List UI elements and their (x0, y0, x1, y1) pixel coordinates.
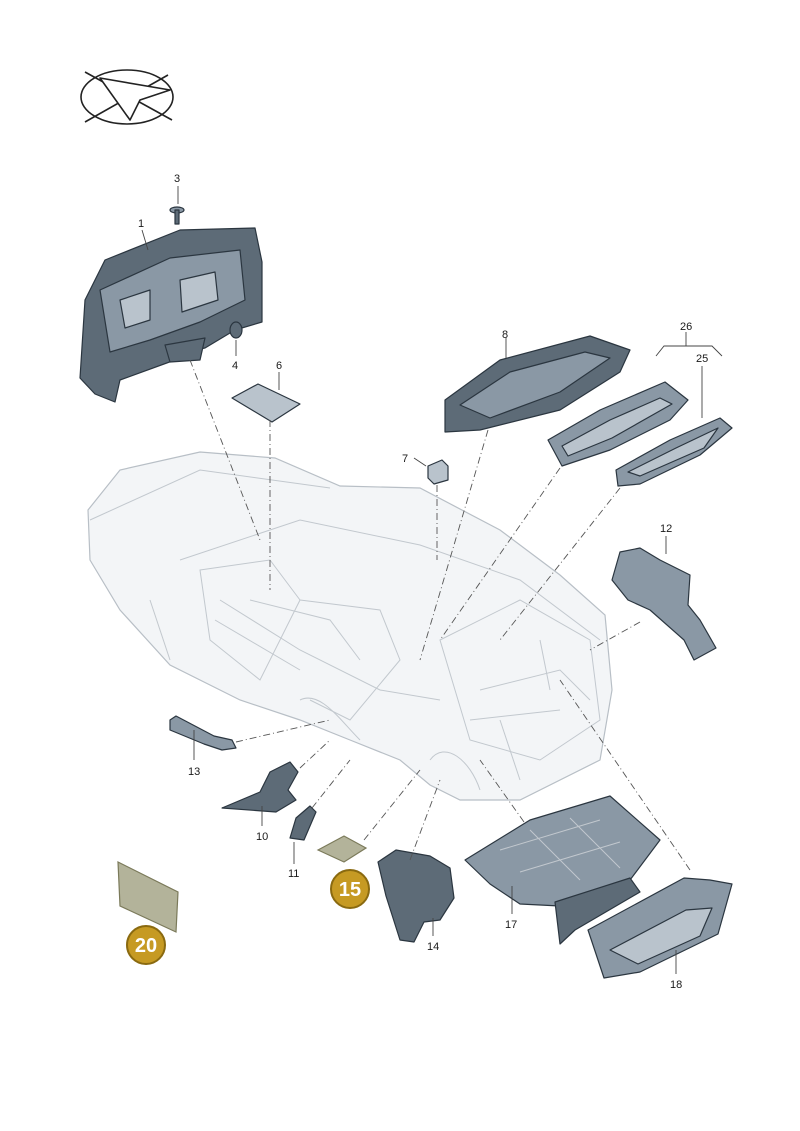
callout-26: 26 (680, 321, 692, 333)
part-20-pad (117, 861, 179, 933)
car-body-shell (87, 451, 613, 801)
callout-8: 8 (502, 329, 508, 341)
badge-20-label: 20 (135, 935, 157, 957)
part-18-trunk-insulation (587, 877, 733, 979)
callout-11: 11 (288, 868, 299, 880)
callout-6: 6 (276, 360, 282, 372)
part-3-clip (169, 206, 185, 225)
part-6-pad (231, 383, 301, 423)
badge-15: 15 (330, 869, 370, 909)
leader-lines (141, 186, 723, 974)
part-12-wheelhouse-panel (611, 547, 717, 661)
part-26-heat-shield (547, 381, 689, 467)
part-8-tunnel-insulation (444, 335, 631, 433)
callout-12: 12 (660, 523, 672, 535)
badge-15-label: 15 (339, 879, 361, 901)
part-11-pillar-piece (289, 805, 317, 841)
part-14-wheelhouse-liner (377, 849, 455, 943)
part-10-pillar-insulation (221, 761, 299, 813)
callout-10: 10 (256, 831, 268, 843)
callout-7: 7 (402, 453, 408, 465)
callout-3: 3 (174, 173, 180, 185)
callout-labels: 1 3 4 6 7 8 26 25 12 13 10 11 14 17 18 (138, 173, 708, 991)
part-17-floor-insulation (464, 795, 661, 945)
part-15-pad (316, 835, 368, 863)
arrow-direction-icon (80, 69, 174, 125)
part-25-heat-shield (615, 417, 733, 487)
callout-25: 25 (696, 353, 708, 365)
part-13-strip (169, 715, 237, 751)
callout-17: 17 (505, 919, 517, 931)
badge-20: 20 (126, 925, 166, 965)
callout-14: 14 (427, 941, 439, 953)
part-1-bulkhead-insulation (79, 227, 263, 403)
callout-18: 18 (670, 979, 682, 991)
callout-13: 13 (188, 766, 200, 778)
callout-4: 4 (232, 360, 238, 372)
part-7-block (427, 459, 449, 485)
part-4-grommet (229, 321, 243, 339)
callout-1: 1 (138, 218, 144, 230)
